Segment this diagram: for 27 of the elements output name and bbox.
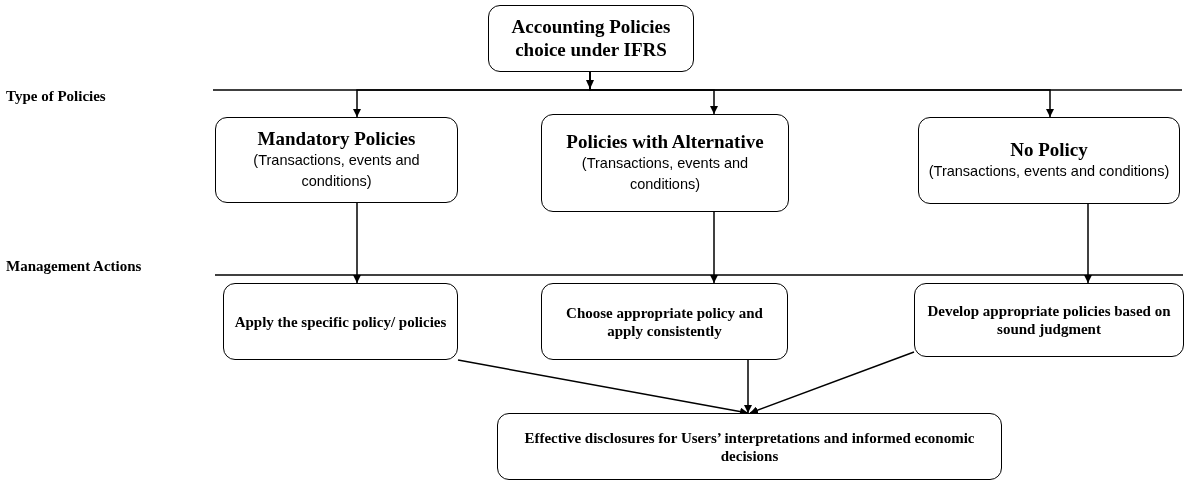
box-title: Accounting Policies choice under IFRS bbox=[510, 15, 672, 62]
row-label: Management Actions bbox=[6, 258, 142, 275]
box-title: Choose appropriate policy and apply consistently bbox=[565, 303, 764, 340]
process-box bbox=[223, 283, 458, 360]
box-description: (Transactions, events and conditions) bbox=[580, 154, 750, 195]
process-box bbox=[541, 114, 789, 212]
process-box bbox=[918, 117, 1180, 204]
arrow bbox=[744, 359, 752, 414]
arrow bbox=[749, 351, 915, 414]
box-title: Policies with Alternative bbox=[566, 130, 764, 154]
box-description: (Transactions, events and conditions) bbox=[928, 162, 1170, 182]
arrow bbox=[1084, 203, 1092, 284]
row-label: Type of Policies bbox=[6, 88, 106, 105]
process-box bbox=[215, 117, 458, 203]
process-box bbox=[488, 5, 694, 72]
arrow bbox=[353, 202, 361, 284]
box-title: Develop appropriate policies based on sound judgment bbox=[926, 302, 1172, 338]
box-title: No Policy bbox=[1010, 138, 1088, 162]
process-box bbox=[541, 283, 788, 360]
arrow bbox=[710, 211, 718, 284]
box-description: (Transactions, events and conditions) bbox=[252, 151, 421, 192]
box-title: Apply the specific policy/ policies bbox=[234, 312, 447, 331]
process-box bbox=[497, 413, 1002, 480]
process-box bbox=[914, 283, 1184, 357]
box-title: Effective disclosures for Users’ interpretations and informed economic decisions bbox=[523, 428, 976, 465]
box-title: Mandatory Policies bbox=[257, 127, 416, 151]
arrow bbox=[589, 71, 1054, 118]
